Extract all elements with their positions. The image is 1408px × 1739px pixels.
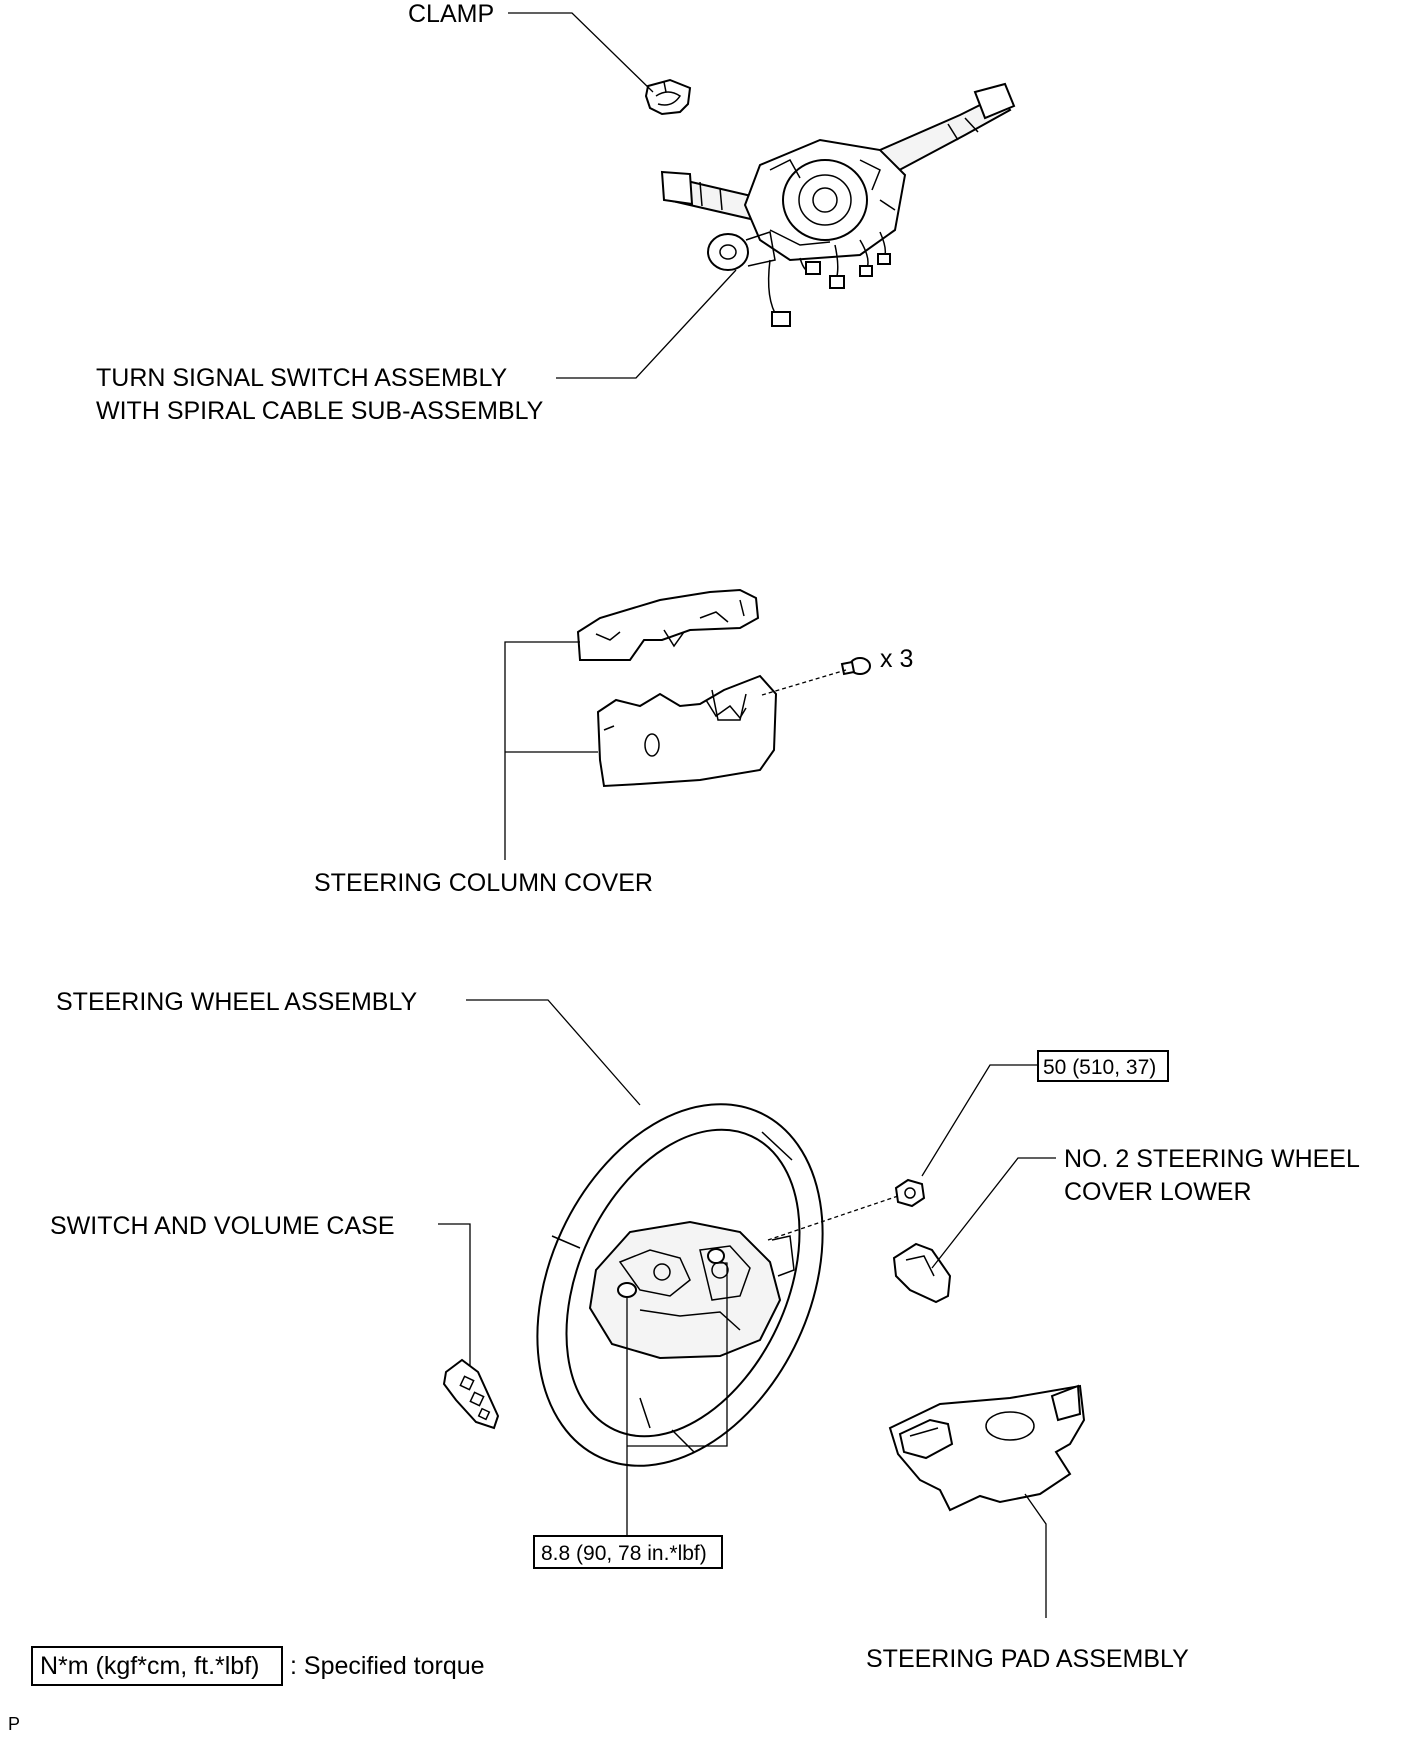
legend-torque-box bbox=[31, 1646, 283, 1686]
switch-volume-label: SWITCH AND VOLUME CASE bbox=[50, 1212, 395, 1240]
screw-dashed-leader bbox=[761, 669, 847, 696]
nut-torque-leader bbox=[921, 1064, 1038, 1177]
steering-pad-part bbox=[888, 1384, 1086, 1512]
screw-quantity-label: x 3 bbox=[880, 645, 913, 673]
nut-torque-value: 50 (510, 37) bbox=[1043, 1056, 1156, 1079]
nut-torque-box bbox=[1037, 1050, 1169, 1082]
turn-signal-switch-part bbox=[660, 82, 1016, 327]
corner-mark: P bbox=[8, 1714, 20, 1734]
steering-wheel-leader bbox=[466, 999, 641, 1106]
switch-volume-leader bbox=[438, 1223, 471, 1368]
no2-cover-lower-part bbox=[892, 1242, 952, 1304]
column-cover-upper bbox=[576, 588, 760, 661]
turn-signal-label-line2: WITH SPIRAL CABLE SUB-ASSEMBLY bbox=[96, 397, 544, 425]
turn-signal-leader bbox=[556, 269, 737, 379]
clamp-leader bbox=[508, 12, 654, 93]
column-cover-lower bbox=[596, 674, 778, 788]
screw-icon bbox=[840, 657, 871, 676]
clamp-label: CLAMP bbox=[408, 0, 494, 28]
switch-volume-case-part bbox=[442, 1358, 500, 1430]
steering-wheel-label: STEERING WHEEL ASSEMBLY bbox=[56, 988, 418, 1016]
wheel-bolt-torque-box bbox=[533, 1535, 723, 1569]
clamp-part bbox=[644, 78, 692, 116]
nut-dashed-leader bbox=[767, 1195, 899, 1241]
wheel-bolt-torque-value: 8.8 (90, 78 in.*lbf) bbox=[541, 1542, 707, 1565]
no2-cover-label-line1: NO. 2 STEERING WHEEL bbox=[1064, 1145, 1360, 1173]
wheel-bolt-left-icon bbox=[617, 1282, 637, 1298]
wheel-bolt-right-icon bbox=[707, 1248, 725, 1264]
wheel-bolt-bracket-right bbox=[627, 1262, 728, 1447]
column-cover-label: STEERING COLUMN COVER bbox=[314, 869, 653, 897]
steering-wheel-nut-icon bbox=[894, 1178, 926, 1208]
no2-cover-label-line2: COVER LOWER bbox=[1064, 1178, 1252, 1206]
legend-box-text: N*m (kgf*cm, ft.*lbf) bbox=[40, 1652, 259, 1680]
steering-wheel-part bbox=[536, 1103, 824, 1467]
no2-cover-leader bbox=[931, 1157, 1056, 1269]
turn-signal-label-line1: TURN SIGNAL SWITCH ASSEMBLY bbox=[96, 364, 508, 392]
column-cover-bracket bbox=[504, 641, 580, 860]
steering-pad-label: STEERING PAD ASSEMBLY bbox=[866, 1645, 1189, 1673]
legend-description: : Specified torque bbox=[290, 1652, 485, 1680]
steering-pad-leader bbox=[1024, 1493, 1047, 1618]
